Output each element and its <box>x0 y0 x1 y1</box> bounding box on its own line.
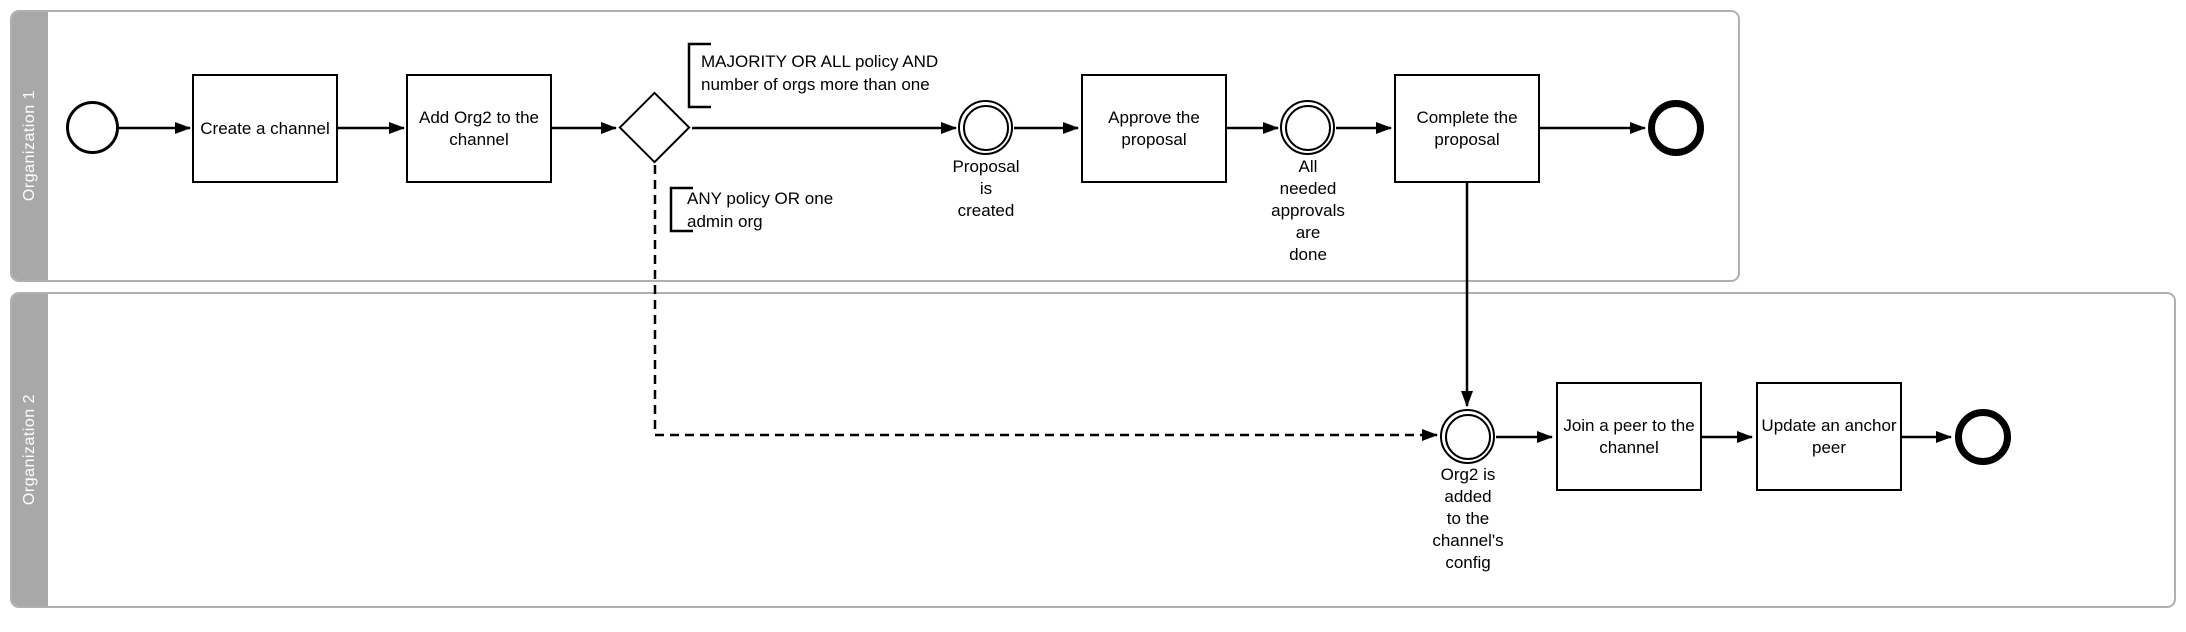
lane-2-header: Organization 2 <box>12 294 48 606</box>
task-approve-proposal-label: Approve the proposal <box>1108 107 1200 149</box>
event-proposal-created <box>958 100 1013 155</box>
task-add-org2-label: Add Org2 to the channel <box>418 107 540 149</box>
task-join-peer-label: Join a peer to the channel <box>1563 415 1695 457</box>
inner-ring <box>962 104 1009 151</box>
task-complete-proposal-label: Complete the proposal <box>1416 107 1518 149</box>
start-event <box>66 101 119 154</box>
task-create-channel-label: Create a channel <box>200 118 330 138</box>
annotation-bracket-any-policy <box>669 186 693 233</box>
event-approvals-done <box>1280 100 1335 155</box>
inner-ring <box>1444 413 1491 460</box>
end-event-org1 <box>1648 100 1704 156</box>
event-org2-added <box>1440 409 1495 464</box>
annotation-majority-text: MAJORITY OR ALL policy AND number of org… <box>701 52 939 94</box>
task-join-peer: Join a peer to the channel <box>1556 382 1702 491</box>
dashed-flow-gateway-to-org2-added <box>653 165 1438 441</box>
task-approve-proposal: Approve the proposal <box>1081 74 1227 183</box>
task-complete-proposal: Complete the proposal <box>1394 74 1540 183</box>
lane-1-header: Organization 1 <box>12 12 48 280</box>
event-proposal-created-label: Proposal is created <box>952 157 1020 220</box>
task-update-anchor-label: Update an anchor peer <box>1761 415 1897 457</box>
annotation-bracket-majority <box>687 42 711 109</box>
event-org2-added-label: Org2 is added to the channel's config <box>1432 465 1504 572</box>
task-update-anchor: Update an anchor peer <box>1756 382 1902 491</box>
inner-ring <box>1284 104 1331 151</box>
event-approvals-done-label: All needed approvals are done <box>1271 157 1345 264</box>
annotation-any-policy-text: ANY policy OR one admin org <box>687 189 834 231</box>
end-event-org2 <box>1955 409 2011 465</box>
task-create-channel: Create a channel <box>192 74 338 183</box>
task-add-org2: Add Org2 to the channel <box>406 74 552 183</box>
